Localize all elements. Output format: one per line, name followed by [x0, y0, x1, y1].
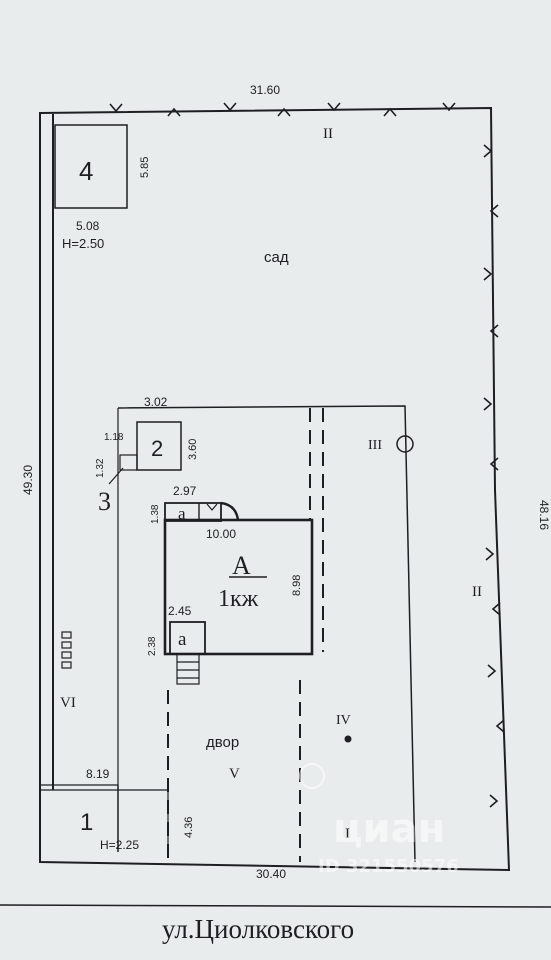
watermark-pin-icon	[298, 762, 326, 790]
dim-b1-width: 8.19	[86, 767, 110, 781]
watermark: циан ID 321550576	[298, 762, 459, 877]
dim-b3-a: 1.32	[95, 458, 106, 478]
label-zone-v: V	[229, 766, 240, 782]
building-3-leader	[108, 467, 124, 485]
label-fence-top: II	[323, 126, 333, 142]
porch-steps	[176, 653, 200, 685]
well-circle	[396, 435, 414, 453]
label-building-2: 2	[151, 436, 163, 461]
fence-ticks-left	[61, 631, 72, 669]
label-building-1: 1	[80, 809, 93, 836]
fence-ticks-top	[109, 102, 456, 117]
label-point-iv: IV	[336, 713, 351, 728]
label-fence-vi: VI	[60, 695, 76, 711]
yard-enclosure	[117, 405, 416, 863]
dim-b1-side: 4.36	[183, 817, 195, 838]
dim-b2-side: 3.60	[187, 439, 199, 460]
street-edge	[0, 904, 551, 908]
dim-annex-top: 2.97	[173, 484, 197, 498]
building-4-outline	[54, 124, 128, 209]
house-a-outline	[163, 518, 314, 656]
label-building-4: 4	[79, 156, 93, 186]
dim-yard-top: 3.02	[144, 395, 168, 409]
dim-b1-height: H=2.25	[100, 838, 139, 852]
watermark-id: ID 321550576	[318, 856, 459, 877]
dim-annex-bottom-left: 2.38	[147, 636, 158, 656]
dim-top: 31.60	[250, 83, 280, 97]
label-annex-bottom: а	[178, 629, 187, 650]
label-yard: двор	[206, 734, 239, 751]
dim-annex-bottom: 2.45	[168, 604, 192, 618]
label-well: III	[368, 438, 382, 453]
street-name: ул.Циолковского	[162, 914, 354, 944]
dim-left: 49.30	[21, 465, 35, 495]
dim-house-side: 8.98	[291, 575, 303, 596]
watermark-brand: циан	[333, 806, 445, 852]
label-house-letter: А	[232, 551, 251, 580]
label-fence-right: II	[472, 584, 482, 600]
dim-bottom: 30.40	[256, 867, 286, 881]
dim-b4-width: 5.08	[76, 219, 100, 233]
label-garden: сад	[264, 249, 289, 266]
plot-boundary	[39, 106, 511, 872]
building-3-outline	[119, 454, 138, 471]
dim-b4-side: 5.85	[139, 157, 151, 178]
door-arc	[220, 501, 240, 521]
building-2-outline	[136, 421, 182, 471]
annex-top-outline	[164, 502, 222, 522]
dim-b2-left: 1.18	[104, 432, 124, 443]
dim-house-width: 10.00	[206, 527, 236, 541]
label-house-code: 1кж	[218, 586, 259, 612]
fence-ticks-right	[483, 144, 505, 808]
point-iv-dot	[344, 735, 352, 743]
label-building-3: 3	[98, 487, 111, 516]
dim-annex-top-left: 1.38	[150, 504, 161, 524]
label-annex-top: а	[178, 504, 186, 523]
door-mark	[206, 503, 218, 511]
label-fence-bottom: I	[345, 826, 350, 842]
dim-b4-height: H=2.50	[62, 236, 104, 251]
dim-right: 48.16	[537, 500, 551, 530]
